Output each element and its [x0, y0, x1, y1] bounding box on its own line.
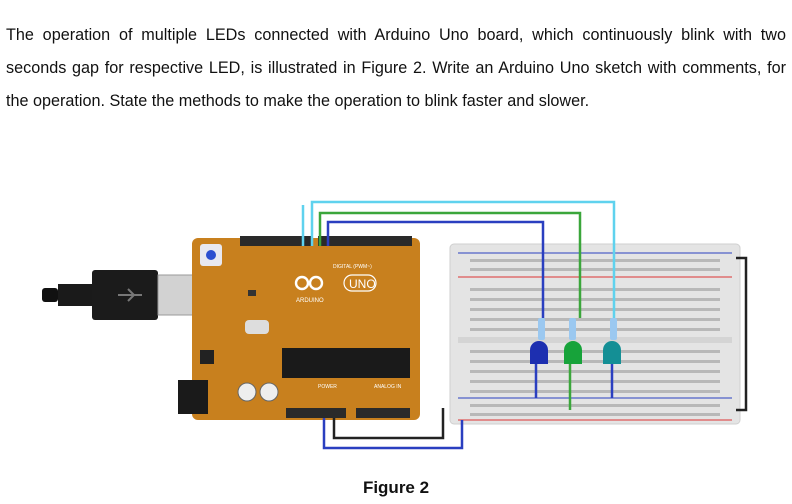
arduino-label: ARDUINO [296, 298, 324, 304]
circuit-figure: DIGITAL (PWM~) UNO ARDUINO POWER ANALOG … [42, 200, 748, 450]
digital-label: DIGITAL (PWM~) [333, 264, 372, 270]
power-label: POWER [318, 384, 337, 390]
analog-label: ANALOG IN [374, 384, 402, 390]
question-text: The operation of multiple LEDs connected… [6, 26, 786, 111]
arduino-board: DIGITAL (PWM~) UNO ARDUINO POWER ANALOG … [178, 236, 420, 420]
uno-label: UNO [349, 277, 376, 291]
figure-caption: Figure 2 [362, 478, 430, 497]
leds [530, 318, 621, 364]
wires [301, 200, 748, 450]
breadboard [449, 243, 741, 425]
arduino-logo [294, 275, 324, 291]
usb-cable [42, 270, 199, 320]
